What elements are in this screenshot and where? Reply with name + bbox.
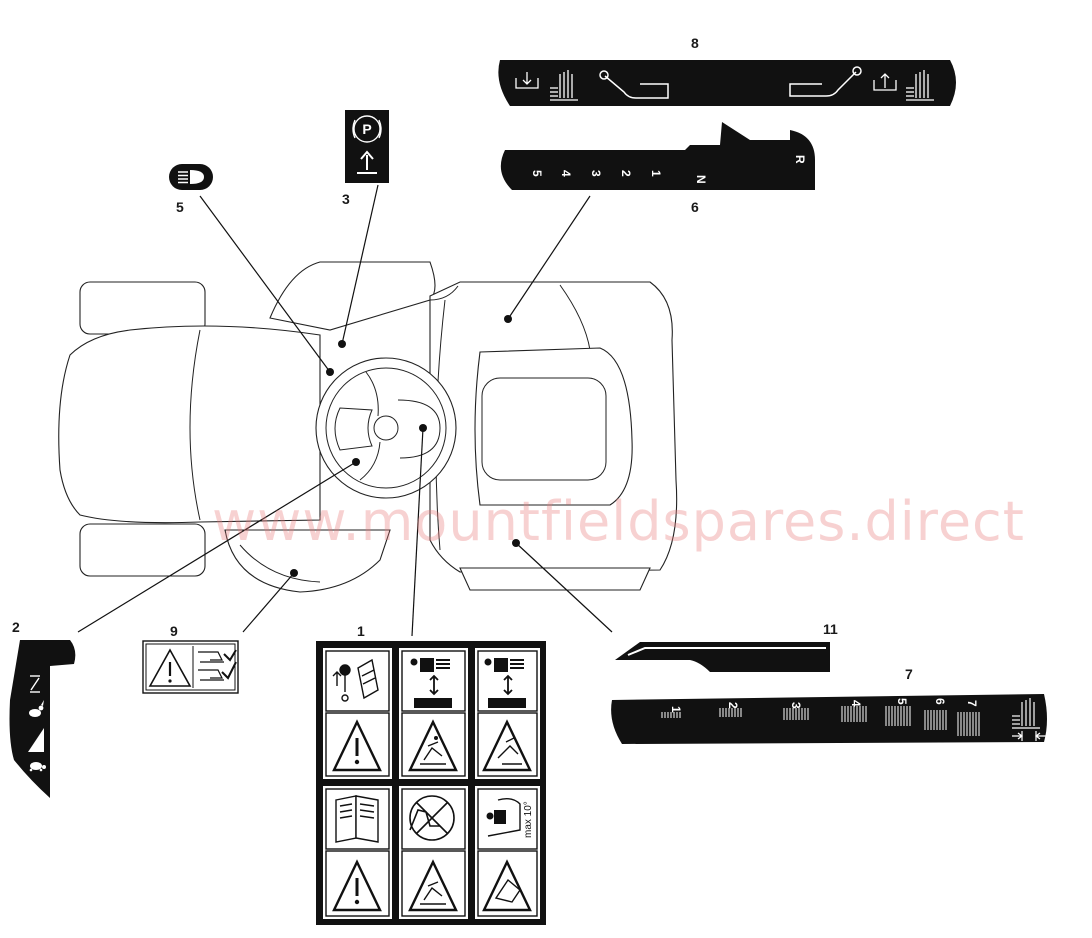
warning-triangle-icon-2 [332,859,382,912]
read-manual-icon [335,795,379,843]
key-remove-icon [332,658,379,702]
leader-dots [290,315,520,577]
grass-height-icon-2 [906,70,934,101]
warning-triangle-icon [332,719,382,772]
height-level-5: 5 [885,698,911,726]
callout-numbers: 1 2 3 5 6 7 8 9 11 [12,35,913,682]
lever-down-icon [599,70,669,99]
headlight-decal [169,164,213,190]
choke-icon [30,675,40,693]
stripe-decal [615,642,830,672]
grass-height-icon [1012,698,1046,741]
warning-triangle-icon [148,648,192,687]
deck-raise-icon [873,73,897,91]
height-level-7: 7 [957,700,980,736]
slope-max-icon: max 10° [486,797,534,838]
height-level-3: 3 [783,702,809,720]
cutting-height-decal: 1 2 3 4 5 6 7 [611,694,1047,744]
throttle-decal [9,640,76,798]
grass-height-icon [550,70,578,101]
callout-1: 1 [357,623,365,639]
height-level-4: 4 [841,700,867,722]
lever-up-icon [789,66,862,97]
gear-selector-decal: 5 4 3 2 1 N R [500,122,815,190]
svg-text:7: 7 [965,700,979,707]
leader-lines [77,184,613,637]
svg-text:1: 1 [669,706,683,713]
headlight-icon [178,170,204,184]
arrow-up-icon [357,150,377,174]
blade-warning-icon [482,719,532,772]
svg-text:5: 5 [895,698,909,705]
rabbit-icon [29,700,44,717]
callout-3: 3 [342,191,350,207]
gear-n: N [694,175,708,184]
blade-distance-icon-2 [484,658,526,708]
gear-1: 1 [649,170,663,177]
svg-text:6: 6 [933,698,947,705]
callout-2: 2 [12,619,20,635]
rollover-warning-icon [482,859,532,912]
gear-5: 5 [530,170,544,177]
parking-brake-decal: P [345,110,389,183]
callout-6: 6 [691,199,699,215]
safety-decal-grid: max 10° [316,641,546,925]
no-passengers-icon [409,795,455,841]
gear-2: 2 [619,170,633,177]
gear-r: R [793,155,807,164]
manual-read-icon [198,649,237,681]
callout-11: 11 [823,621,838,637]
lift-lever-decal [498,60,956,106]
thrown-objects-warning-icon-2 [408,859,458,912]
speed-wedge-icon [28,728,44,752]
height-level-6: 6 [924,698,947,730]
warning-decal-small [142,640,239,694]
parking-symbol: P [362,121,371,137]
callout-9: 9 [170,623,178,639]
watermark: www.mountfieldspares.direct [212,490,1025,553]
gear-3: 3 [589,170,603,177]
turtle-icon [29,762,46,772]
svg-text:4: 4 [849,700,863,707]
thrown-objects-warning-icon [408,719,458,772]
callout-7: 7 [905,666,913,682]
svg-text:2: 2 [726,702,740,709]
callout-8: 8 [691,35,699,51]
height-level-2: 2 [719,702,742,717]
height-level-1: 1 [661,706,683,718]
svg-text:3: 3 [789,702,803,709]
gear-4: 4 [559,170,573,177]
blade-distance-icon [410,658,452,708]
mower-outline [58,261,678,593]
deck-lower-icon [515,72,539,89]
callout-5: 5 [176,199,184,215]
max-slope-label: max 10° [523,801,534,838]
